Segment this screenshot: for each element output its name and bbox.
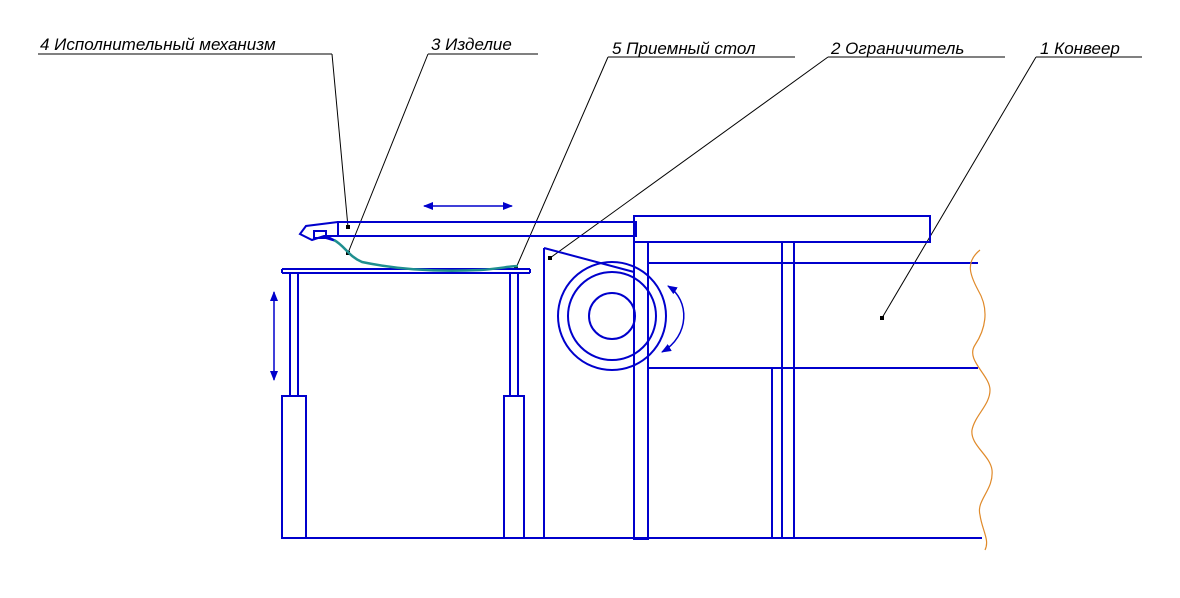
label-receiving-table: 5 Приемный стол bbox=[612, 39, 756, 58]
label-mechanism: 4 Исполнительный механизм bbox=[40, 35, 276, 54]
label-conveyor: 1 Конвеер bbox=[1040, 39, 1120, 58]
break-line bbox=[969, 249, 993, 551]
conveyor bbox=[282, 241, 982, 539]
label-underlines bbox=[38, 53, 1142, 58]
label-limiter: 2 Ограничитель bbox=[831, 39, 965, 58]
limiter-frame bbox=[543, 241, 649, 540]
structure bbox=[281, 215, 982, 540]
motion-arrows bbox=[270, 202, 685, 381]
receiving-table bbox=[281, 268, 531, 539]
leader-lines bbox=[331, 53, 1037, 319]
actuator-arm bbox=[298, 221, 637, 242]
upper-beam bbox=[633, 215, 931, 243]
product bbox=[333, 238, 519, 272]
drive-roller bbox=[557, 261, 667, 371]
label-product: 3 Изделие bbox=[431, 35, 512, 54]
rotation-arrow bbox=[661, 285, 685, 353]
